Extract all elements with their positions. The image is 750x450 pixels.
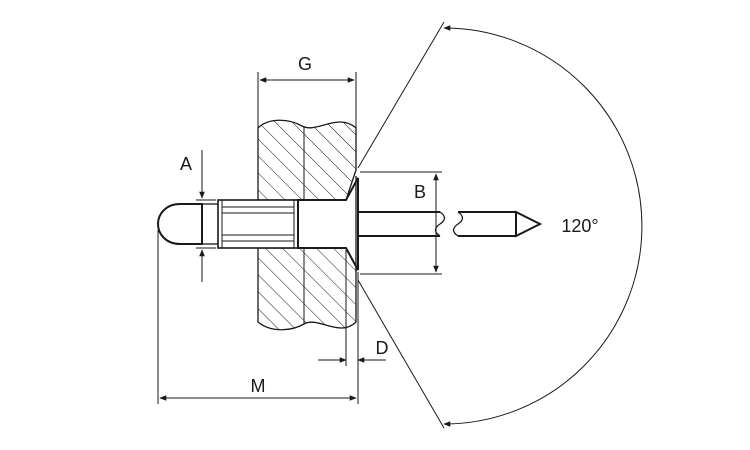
mandrel-stem [358, 210, 543, 238]
label-m: M [251, 376, 266, 396]
angle-line-lower [357, 279, 445, 429]
label-a: A [180, 154, 192, 174]
angle-line-upper [357, 21, 445, 169]
upper-plate [257, 119, 357, 201]
lower-plate [257, 247, 357, 331]
mandrel-head [156, 203, 203, 245]
label-angle: 120° [561, 216, 598, 236]
label-b: B [414, 182, 426, 202]
angle-arc [443, 25, 643, 427]
rivet-sleeve [217, 199, 299, 249]
rivet-flange [297, 177, 359, 271]
label-d: D [376, 338, 389, 358]
label-g: G [298, 54, 312, 74]
